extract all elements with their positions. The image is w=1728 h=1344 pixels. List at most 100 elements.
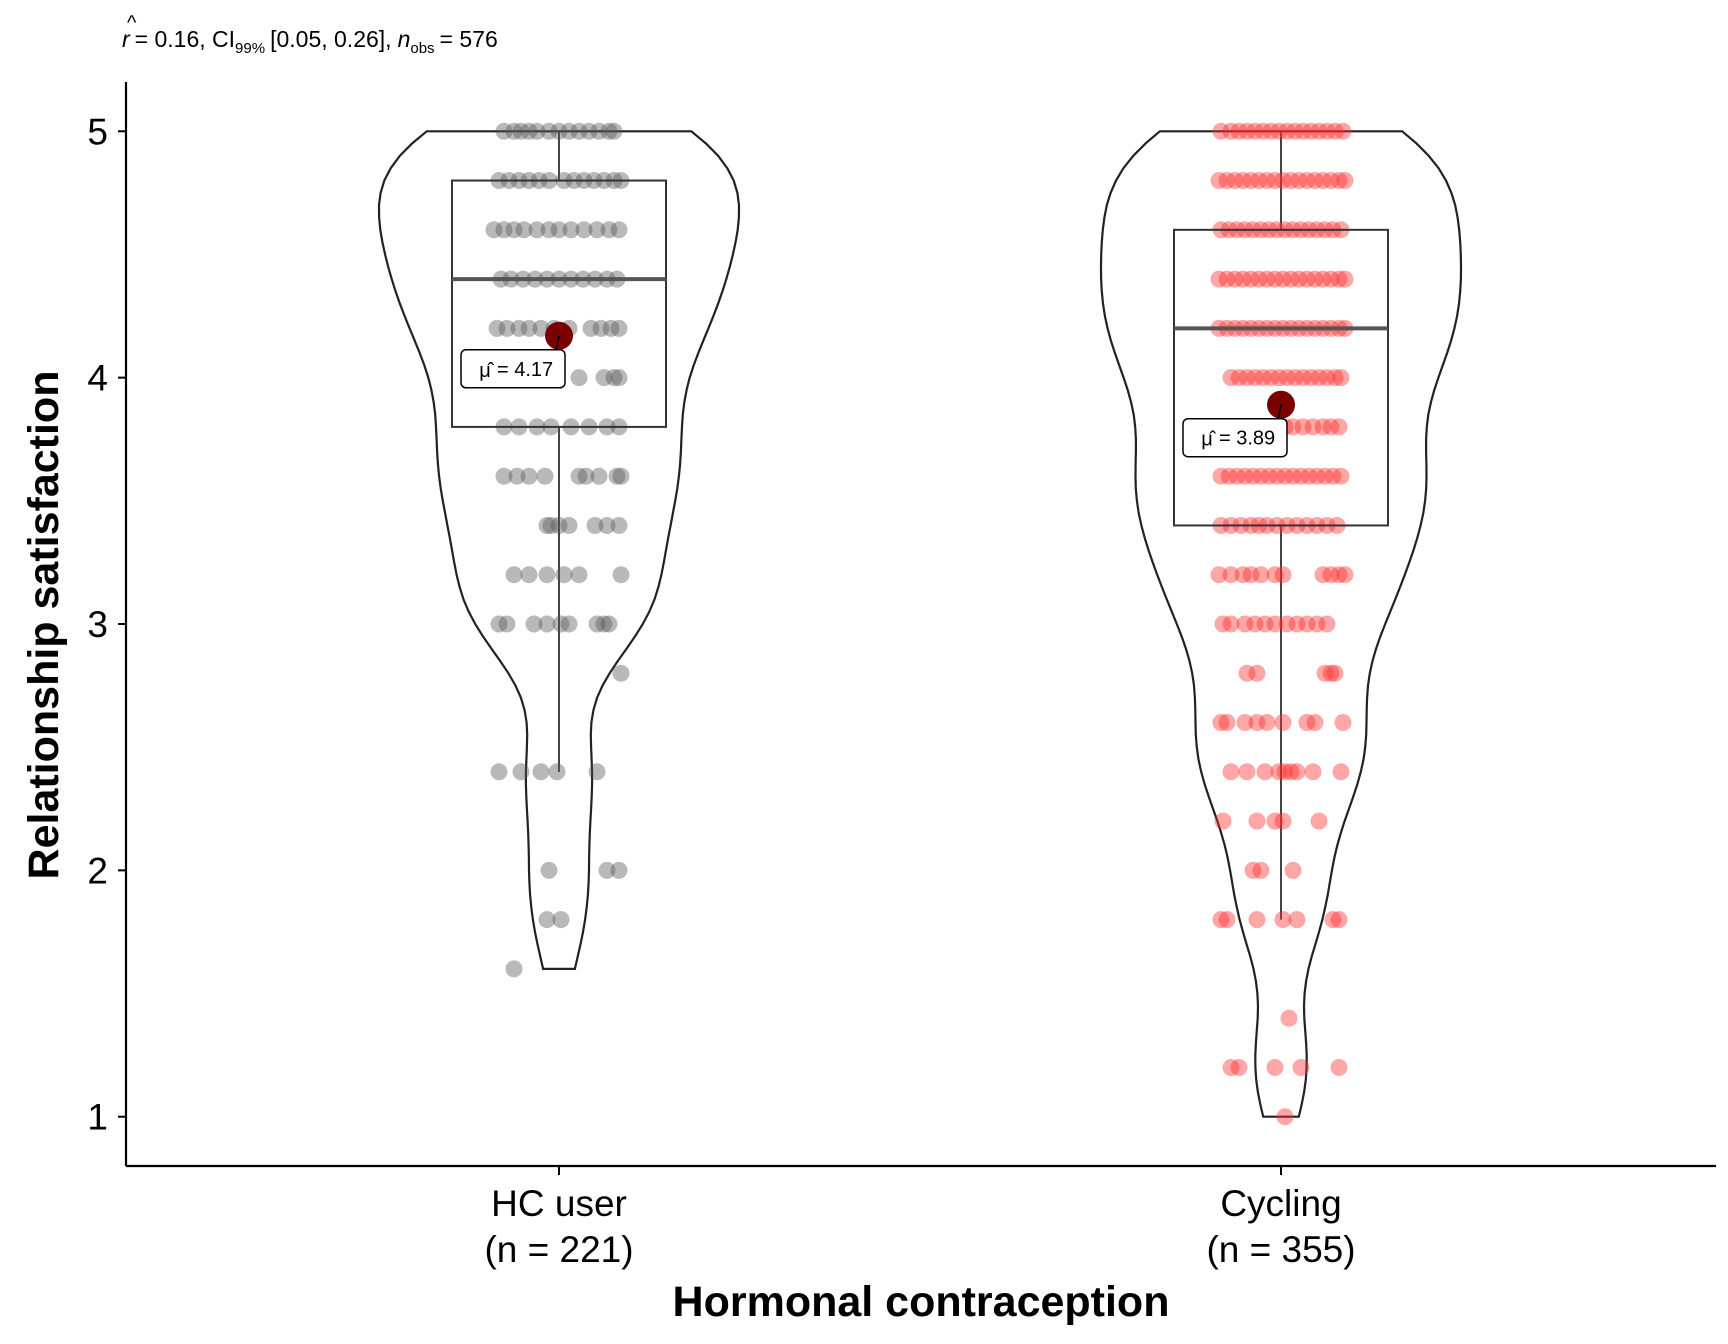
data-point [528,122,546,140]
data-point [1282,172,1300,189]
data-point [1234,172,1252,189]
data-point [1308,615,1326,633]
data-point [1230,122,1248,140]
data-point [540,221,558,239]
data-point [1222,369,1240,387]
data-point [505,960,523,978]
data-point [586,517,604,534]
data-point [1270,763,1288,781]
data-point [1258,172,1276,189]
data-point [1246,122,1264,140]
data-point [1210,566,1228,584]
data-point [1228,467,1246,485]
data-point [1256,763,1274,781]
data-point [1314,418,1332,436]
data-point [498,319,516,337]
data-point [1300,467,1318,485]
data-point [1212,714,1230,731]
y-tick-label: 1 [87,1097,108,1138]
data-point [1226,172,1244,189]
data-point [1336,566,1354,584]
data-point [542,517,560,534]
x-category-n-label: (n = 221) [484,1229,633,1270]
data-point [1268,467,1286,485]
y-tick-label: 3 [87,604,108,645]
mean-label: = 4.17 [497,359,553,381]
data-point [1274,812,1292,830]
data-point [1244,467,1262,485]
data-point [1258,270,1276,288]
data-point [588,615,606,633]
data-point [610,319,628,337]
mean-label-box [460,349,566,389]
data-point [1286,369,1304,387]
data-point [1288,911,1306,929]
data-point [600,221,618,239]
data-point [1288,763,1306,781]
data-point [1322,172,1340,189]
data-point [600,615,618,633]
data-point [1222,615,1240,633]
data-point [1322,418,1340,436]
data-point [495,467,513,485]
y-tick-label: 5 [87,111,108,152]
data-point [612,467,630,485]
data-point [1298,615,1316,633]
violin-outline [1099,130,1463,1118]
data-point [520,122,538,140]
data-point [1290,172,1308,189]
data-point [1330,566,1348,584]
data-point [1322,566,1340,584]
data-point [1298,172,1316,189]
data-point [1334,714,1352,731]
data-point [1274,270,1292,288]
data-point [1266,1059,1284,1076]
data-point [1294,122,1312,140]
data-point [600,122,618,140]
data-point [538,911,556,929]
data-point [1326,122,1344,140]
data-point [1314,270,1332,288]
data-point [1226,270,1244,288]
data-point [1332,369,1350,387]
data-point [536,467,554,485]
data-point [505,122,523,140]
data-point [1280,1009,1298,1027]
data-point [515,221,533,239]
data-point [1212,911,1230,929]
data-point [1298,270,1316,288]
data-point [1318,369,1336,387]
data-point [550,122,568,140]
data-point [1242,566,1260,584]
data-point [538,517,556,534]
data-point [550,221,568,239]
data-point [1306,172,1324,189]
x-category-label: Cycling [1220,1183,1341,1224]
data-point [1218,714,1236,731]
x-axis-title: Hormonal contraception [673,1278,1170,1326]
data-point [1330,911,1348,929]
data-point [570,467,588,485]
r-hat-glyph: ^ [127,12,137,34]
data-point [1248,812,1266,830]
data-point [1286,122,1304,140]
data-point [532,763,550,781]
data-point [528,221,546,239]
data-point [485,221,503,239]
data-point [555,566,573,584]
data-point [1324,911,1342,929]
data-point [580,122,598,140]
data-point [1222,1059,1240,1076]
data-point [1298,714,1316,731]
data-point [598,517,616,534]
data-point [1266,615,1284,633]
data-point [1210,270,1228,288]
data-point [1242,270,1260,288]
chart-subtitle: r= 0.16, CI99%[0.05, 0.26],nobs= 576 [122,26,498,57]
data-point [495,221,513,239]
data-point [550,517,568,534]
data-point [1282,270,1300,288]
data-point [1266,172,1284,189]
